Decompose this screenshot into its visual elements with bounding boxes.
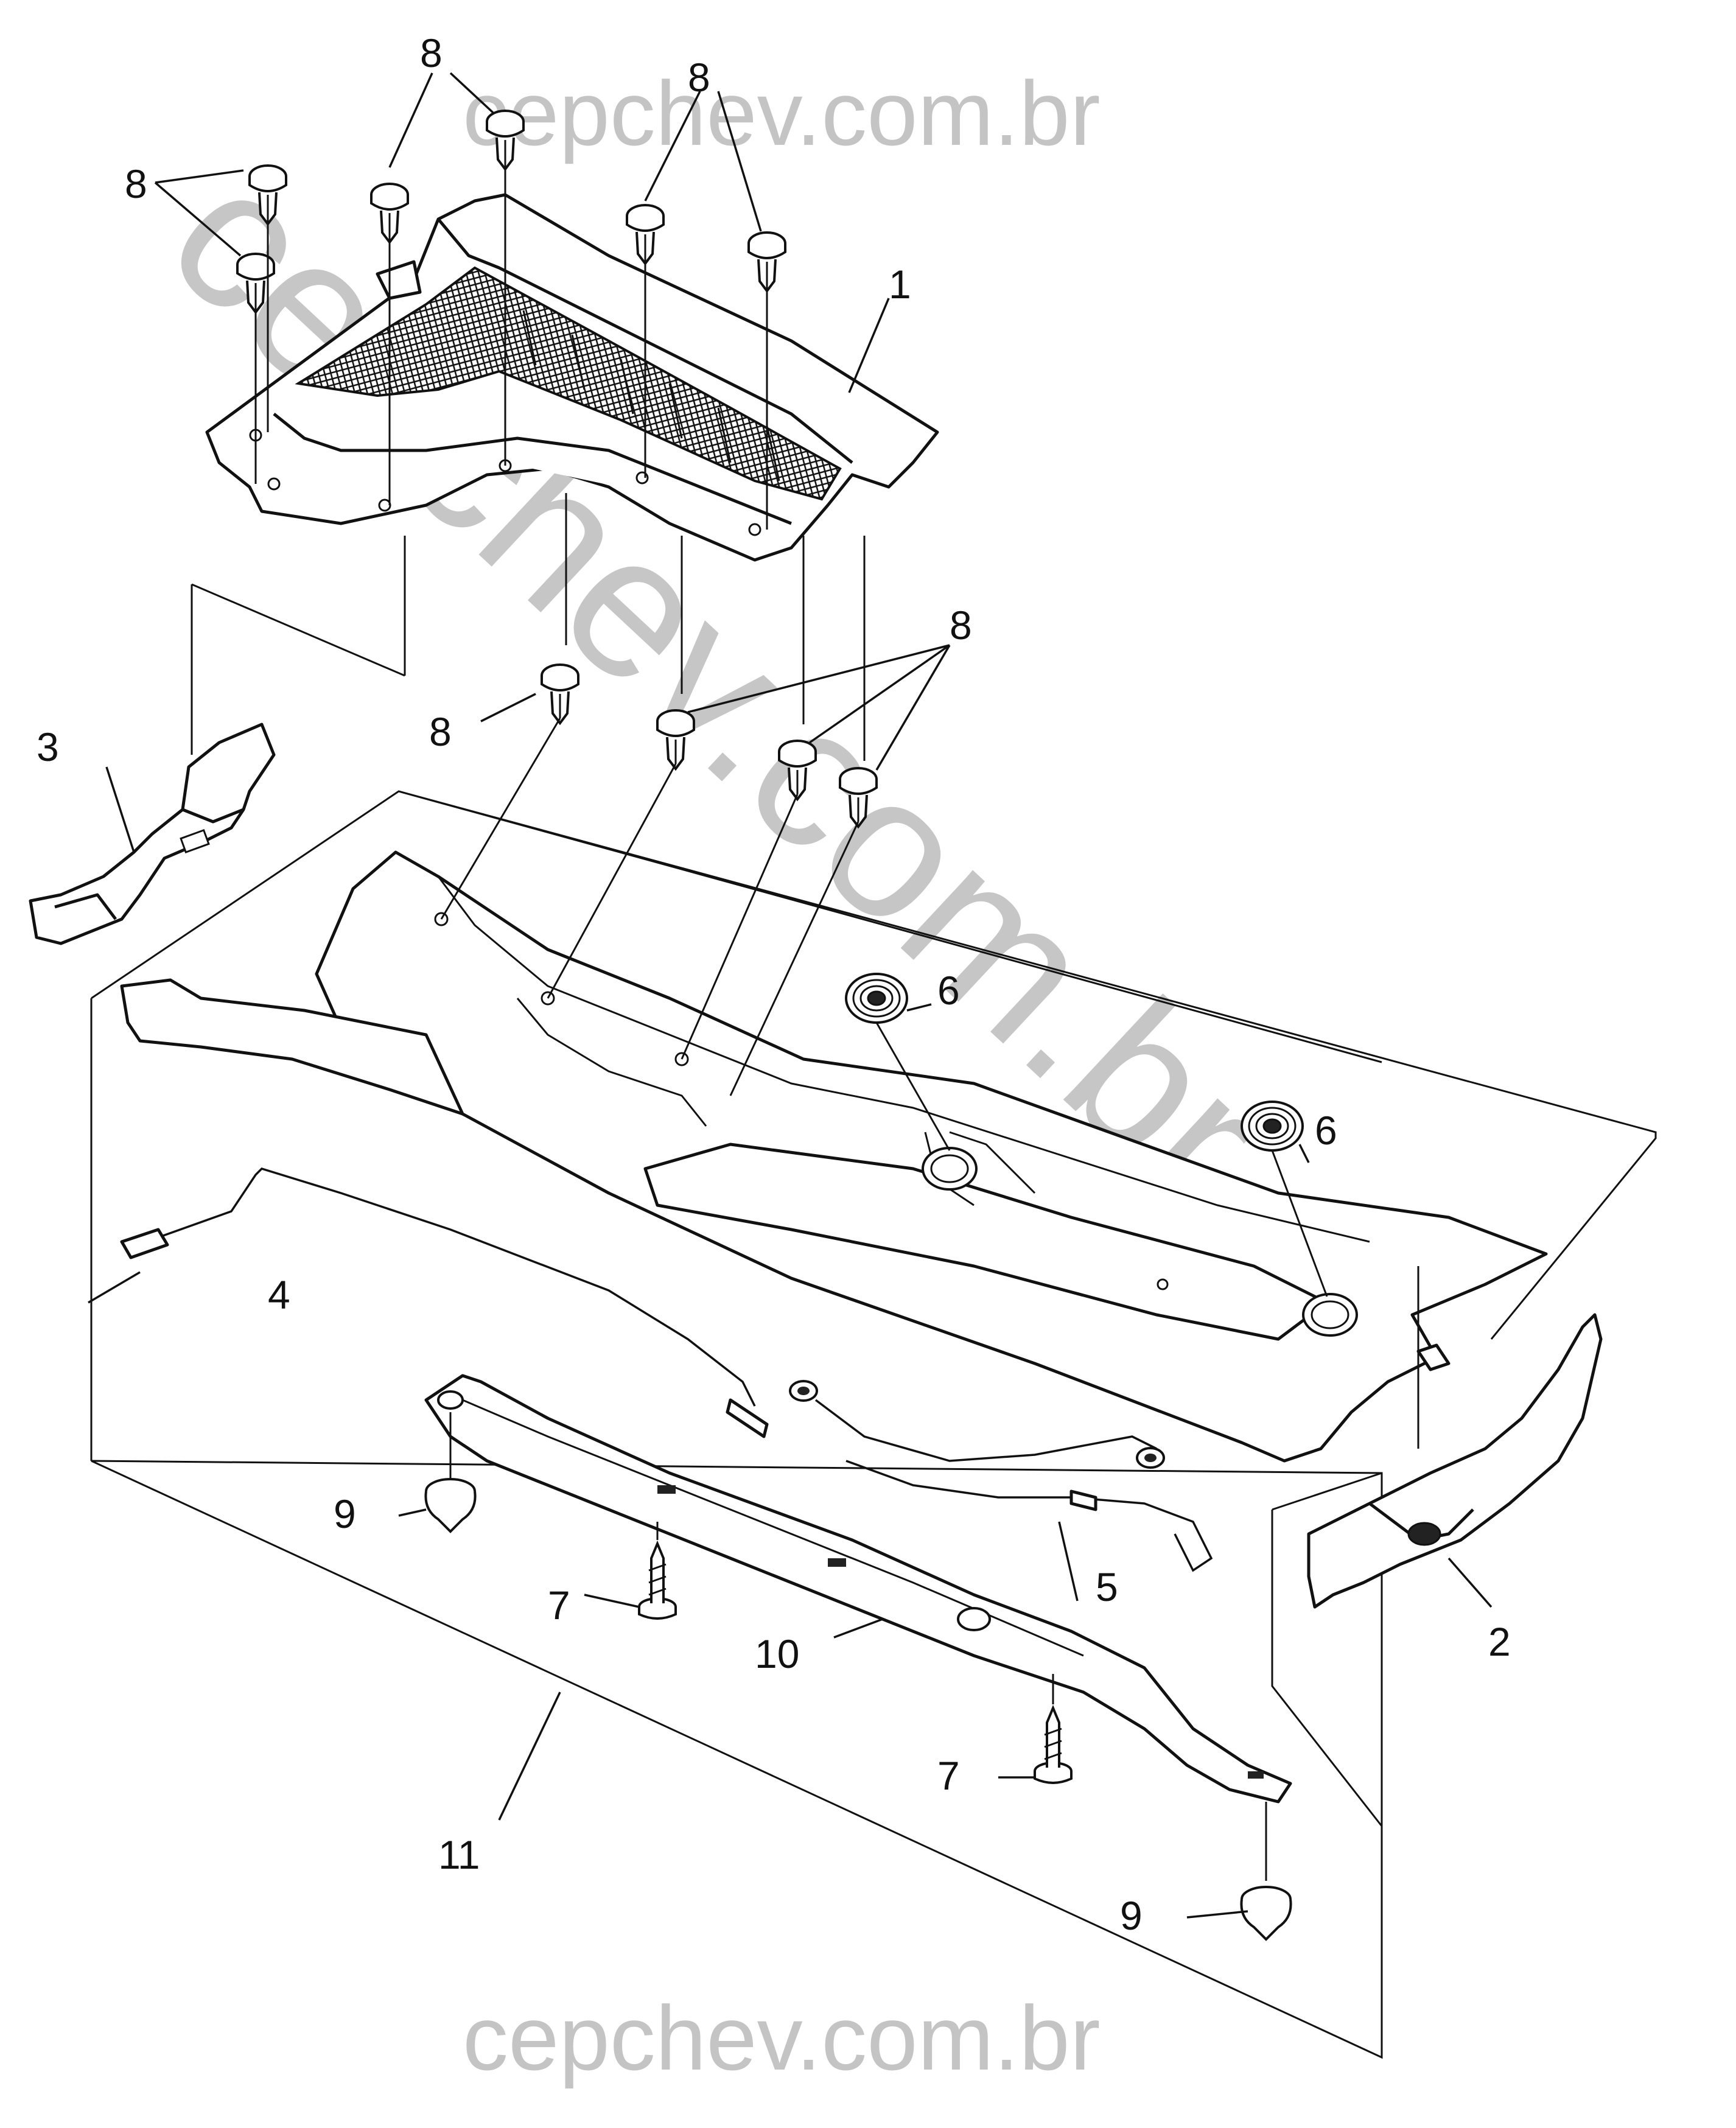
alignment-lines bbox=[254, 164, 1328, 1881]
callout-7a: 7 bbox=[548, 1583, 570, 1628]
callout-8a: 8 bbox=[420, 30, 443, 75]
callout-5: 5 bbox=[1096, 1564, 1118, 1609]
washer-hose-short bbox=[789, 1380, 1213, 1572]
callout-6a: 6 bbox=[937, 968, 960, 1013]
callout-7b: 7 bbox=[937, 1753, 960, 1798]
washer-hose bbox=[120, 1167, 769, 1438]
callout-8b: 8 bbox=[688, 55, 710, 100]
right-bracket bbox=[1307, 1266, 1603, 1609]
callout-10: 10 bbox=[755, 1631, 799, 1676]
lower-seal-strip bbox=[424, 1374, 1292, 1804]
callout-6b: 6 bbox=[1315, 1108, 1337, 1153]
left-bracket bbox=[29, 723, 276, 945]
bracket-reference-lines bbox=[191, 536, 406, 755]
callout-labels: 1 2 3 4 5 6 6 7 7 8 8 8 8 8 9 9 10 11 bbox=[37, 30, 1511, 1938]
callout-8e: 8 bbox=[950, 603, 972, 648]
callout-leaders bbox=[88, 72, 1493, 1919]
callout-8d: 8 bbox=[429, 709, 452, 754]
callout-8c: 8 bbox=[125, 161, 147, 206]
lower-cowl-panel bbox=[120, 850, 1548, 1463]
callout-3: 3 bbox=[37, 724, 59, 769]
watermark-bottom: cepchev.com.br bbox=[463, 1987, 1101, 2089]
assembly-outline-box bbox=[91, 790, 1657, 2059]
callout-9a: 9 bbox=[334, 1491, 356, 1536]
callout-9b: 9 bbox=[1120, 1893, 1143, 1938]
callout-1: 1 bbox=[889, 262, 911, 307]
callout-4: 4 bbox=[268, 1272, 290, 1317]
assembly-outline-right bbox=[1271, 1472, 1383, 1827]
callout-11: 11 bbox=[438, 1832, 480, 1877]
watermark-top: cepchev.com.br bbox=[463, 62, 1101, 164]
callout-2: 2 bbox=[1488, 1619, 1511, 1664]
